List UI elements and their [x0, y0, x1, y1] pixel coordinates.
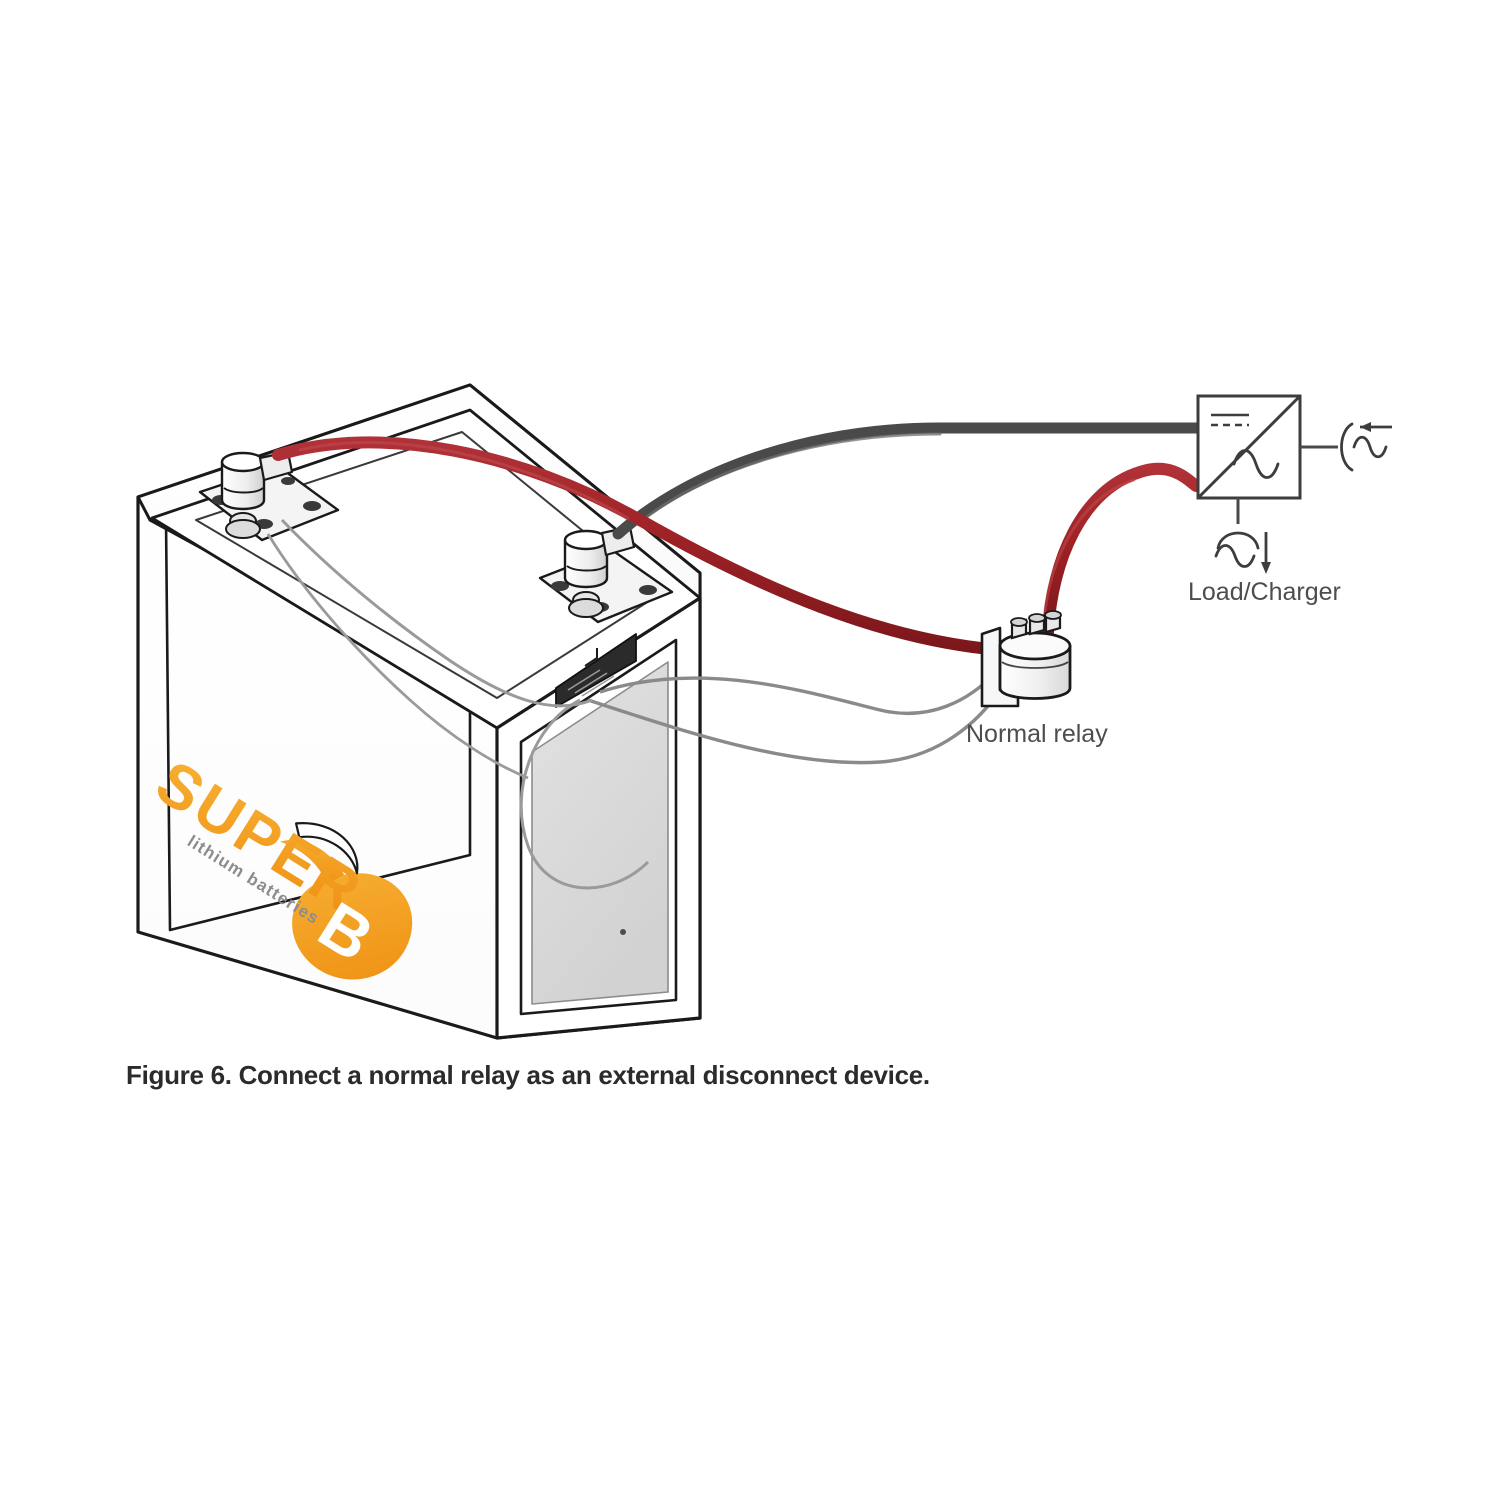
terminal-bolt-hole [281, 477, 295, 485]
connector-port-body [555, 633, 637, 708]
positive-terminal-post-top [220, 451, 266, 473]
terminal-bolt-hole [303, 501, 321, 511]
signal-wire-over-top [280, 518, 593, 708]
relay-signal-wire-upper [599, 670, 998, 715]
battery-front-frame [519, 638, 678, 1016]
positive-terminal-washer [225, 519, 261, 539]
terminal-bolt-hole [551, 581, 569, 591]
connector-port-pins [567, 669, 615, 697]
figure-caption: Figure 6. Connect a normal relay as an e… [126, 1060, 930, 1090]
battery-communication-port[interactable] [555, 633, 637, 708]
negative-terminal-post-top [563, 529, 609, 551]
battery-negative-terminal[interactable] [538, 525, 674, 624]
relay-terminal-posts [1010, 610, 1062, 640]
relay-body [998, 644, 1072, 700]
inverter-charger[interactable]: Load/Charger [1188, 394, 1392, 606]
relay-body-top [998, 631, 1072, 661]
inverter-dc-symbol [1211, 413, 1249, 427]
relay-body-ring [1001, 661, 1069, 669]
negative-terminal-post-ring [566, 565, 607, 572]
panel-screw-dot [620, 929, 626, 935]
logo-flame-highlight [294, 822, 359, 875]
positive-terminal-post [220, 460, 266, 511]
red-cable-highlight-b [1042, 478, 1136, 622]
connector-port-tab [584, 648, 598, 667]
negative-terminal-washer [568, 598, 604, 618]
relay-signal-wire-lower [587, 689, 1002, 765]
logo-flame-tail [279, 840, 345, 885]
red-positive-cable-relay-to-inverter [1042, 462, 1202, 638]
inverter-ac-symbol [1232, 449, 1280, 479]
dark-negative-cable [612, 422, 1202, 540]
battery-unit[interactable]: SUPER lithium batteries B [120, 383, 702, 1040]
red-cable-highlight-a [298, 441, 630, 520]
battery-base-edge [495, 995, 702, 1038]
ac-load-arrow-down [1261, 532, 1271, 574]
logo-flame-shape [292, 873, 413, 980]
negative-terminal-post [563, 538, 609, 589]
ac-input-symbol [1340, 422, 1392, 472]
dark-negative-cable-highlight [638, 432, 942, 524]
load-charger-label: Load/Charger [1188, 578, 1341, 606]
ac-input-arrow-left [1360, 422, 1392, 432]
positive-terminal-post-ring [223, 487, 264, 494]
terminal-bolt-hole [639, 585, 657, 595]
relay-label: Normal relay [966, 720, 1108, 748]
signal-wire-over-left [266, 533, 529, 780]
battery-front-panel [531, 661, 669, 1005]
load-charger-symbol [1214, 531, 1271, 574]
battery-positive-terminal[interactable] [198, 450, 340, 542]
signal-wire-loop-front [519, 698, 650, 890]
inverter-diagonal-divider [1196, 394, 1302, 500]
normal-relay[interactable]: Normal relay [966, 610, 1108, 748]
